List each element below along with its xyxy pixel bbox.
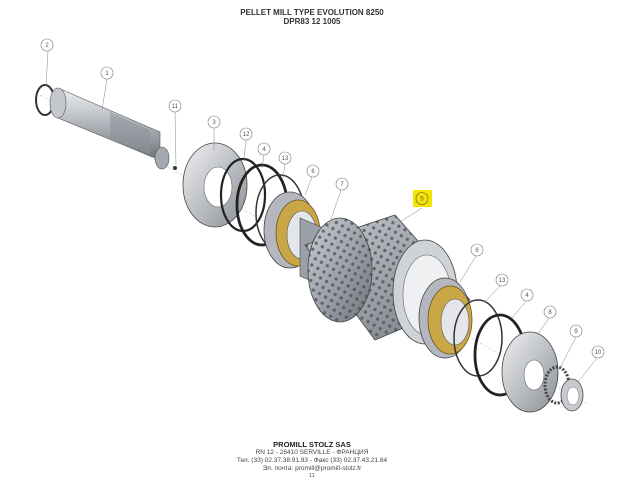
- footer-company: PROMILL STOLZ SAS: [273, 440, 351, 449]
- callout-13-left-label: 13: [282, 156, 289, 162]
- callout-3-label: 3: [212, 120, 216, 126]
- callout-13-right: 13: [495, 273, 509, 287]
- callout-6-left-label: 6: [311, 169, 315, 175]
- callout-6-left: 6: [306, 164, 320, 178]
- callout-10: 10: [591, 345, 605, 359]
- footer-email: Эл. почта: promill@promill-stolz.fr: [262, 465, 362, 472]
- page-title: PELLET MILL TYPE EVOLUTION 8250: [240, 8, 384, 17]
- footer-phones: Тел. (33) 02.37.38.91.93 - Факс (33) 02.…: [236, 457, 388, 464]
- callout-6-right-label: 6: [475, 248, 479, 254]
- part-1-shaft: [49, 87, 177, 170]
- page-number: 11: [309, 473, 315, 479]
- callout-1: 1: [100, 66, 114, 80]
- callout-4-left: 4: [257, 142, 271, 156]
- callout-13-right-label: 13: [499, 278, 506, 284]
- callout-4-right-label: 4: [525, 293, 529, 299]
- callout-5-label: 5: [420, 197, 424, 203]
- callout-8: 8: [543, 305, 557, 319]
- callout-10-label: 10: [595, 350, 602, 356]
- callout-12-label: 12: [243, 132, 250, 138]
- callout-2: 2: [40, 38, 54, 52]
- callout-13-left: 13: [278, 151, 292, 165]
- footer-address: RN 12 - 28410 SERVILLE - ФРАНЦИЯ: [255, 449, 369, 456]
- leader-lines: [45, 50, 598, 383]
- part-6-bearing-right: [418, 277, 473, 359]
- callout-4-left-label: 4: [262, 147, 266, 153]
- drawing-number: DPR83 12 1005: [283, 17, 341, 26]
- callout-12: 12: [239, 127, 253, 141]
- callout-11-label: 11: [172, 104, 179, 110]
- callout-7-label: 7: [340, 182, 344, 188]
- callout-6-right: 6: [470, 243, 484, 257]
- callout-8-label: 8: [548, 310, 552, 316]
- callout-11: 11: [168, 99, 182, 113]
- callout-4-right: 4: [520, 288, 534, 302]
- callout-3: 3: [207, 115, 221, 129]
- callout-1-label: 1: [105, 71, 109, 77]
- part-8-end-plate: [501, 331, 559, 413]
- callout-9: 9: [569, 324, 583, 338]
- part-10-nut: [560, 378, 584, 412]
- callout-5-highlighted: 5: [413, 190, 432, 207]
- callout-2-label: 2: [45, 43, 49, 49]
- callout-7: 7: [335, 177, 349, 191]
- callout-9-label: 9: [574, 329, 578, 335]
